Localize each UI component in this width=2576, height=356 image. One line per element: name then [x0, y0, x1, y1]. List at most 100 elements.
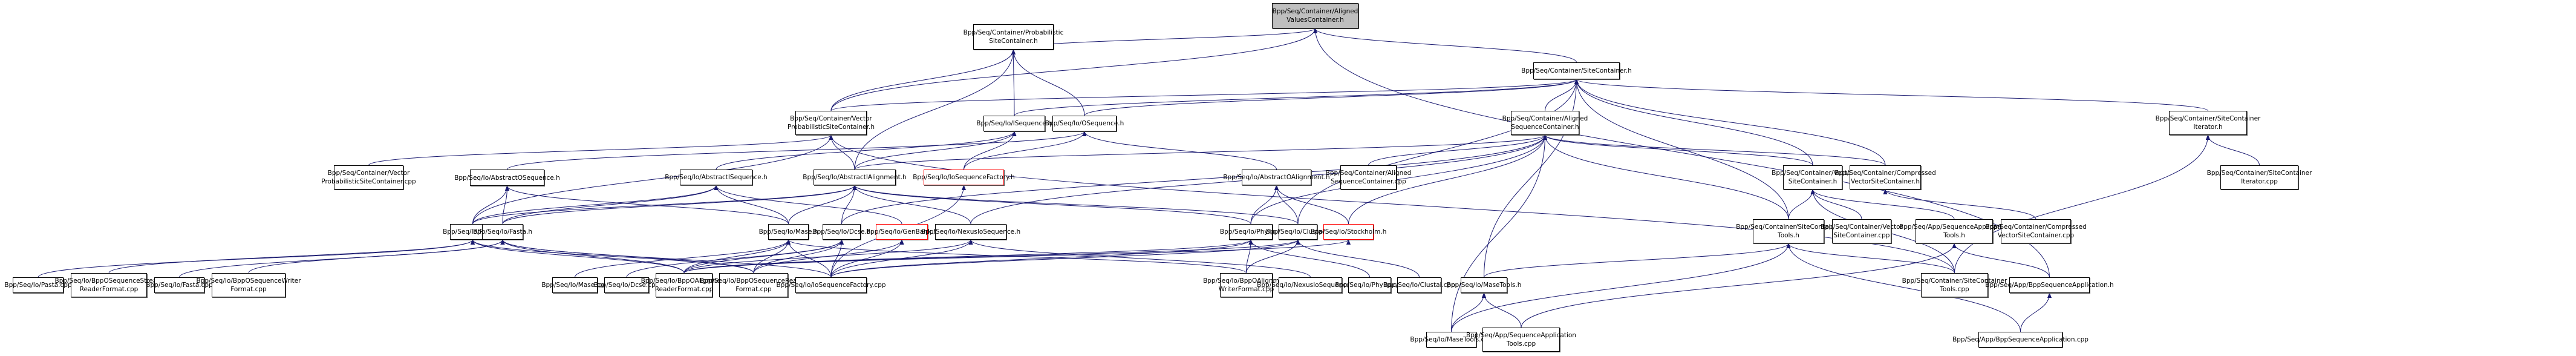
graph-node-sct-cpp[interactable]: Bpp/Seq/Container/SiteContainer Tools.cp… — [1902, 273, 2007, 297]
graph-node-mase-h[interactable]: Bpp/Seq/Io/Mase.h — [759, 224, 818, 240]
graph-node-aoaln-h[interactable]: Bpp/Seq/Io/AbstractOAlignment.h — [1223, 170, 1330, 185]
edge-boarf-cpp-to-fasta-h — [500, 239, 685, 274]
graph-node-aoseq-h[interactable]: Bpp/Seq/Io/AbstractOSequence.h — [454, 170, 560, 186]
graph-node-iosf-h[interactable]: Bpp/Seq/Io/IoSequenceFactory.h — [913, 170, 1015, 185]
graph-node-nexus-cpp[interactable]: Bpp/Seq/Io/NexusIoSequence.cpp — [1257, 277, 1364, 293]
node-label: Bpp/Seq/Container/Compressed VectorSiteC… — [1985, 223, 2087, 239]
graph-node-boarf-cpp[interactable]: Bpp/Seq/Io/BppOAlignment ReaderFormat.cp… — [641, 273, 727, 297]
graph-node-sci-h[interactable]: Bpp/Seq/Container/SiteContainer Iterator… — [2156, 111, 2260, 135]
node-label: Bpp/Seq/Io/OSequence.h — [1045, 120, 1124, 127]
node-label: Bpp/Seq/Io/GenBank.h — [866, 228, 938, 236]
edge-sct-cpp-to-vpsc-h — [829, 134, 1955, 274]
graph-node-masetools-h[interactable]: Bpp/Seq/Io/MaseTools.h — [1447, 277, 1521, 293]
graph-node-boawf-cpp[interactable]: Bpp/Seq/Io/BppOAlignment WriterFormat.cp… — [1203, 273, 1290, 297]
graph-node-vpsc-h[interactable]: Bpp/Seq/Container/Vector ProbabilisticSi… — [787, 111, 875, 135]
edge-nexus-cpp-to-nexus-h — [968, 239, 1311, 278]
graph-node-cvsc-h[interactable]: Bpp/Seq/Container/Compressed VectorSiteC… — [1834, 165, 1936, 190]
node-label: Bpp/Seq/Container/Aligned SequenceContai… — [1325, 170, 1412, 185]
edge-vpsc-cpp-to-vpsc-h — [368, 134, 833, 166]
graph-node-vsc-cpp[interactable]: Bpp/Seq/Container/Vector SiteContainer.c… — [1821, 219, 1903, 243]
node-label: Bpp/Seq/Io/Mase.cpp — [541, 282, 608, 289]
graph-node-aialn-h[interactable]: Bpp/Seq/Io/AbstractIAlignment.h — [803, 170, 907, 185]
graph-node-phylip-cpp[interactable]: Bpp/Seq/Io/Phylip.cpp — [1335, 277, 1404, 293]
graph-node-oseq-h[interactable]: Bpp/Seq/Io/OSequence.h — [1045, 116, 1124, 131]
edge-pasta-h-to-aialn-h — [472, 185, 857, 225]
graph-node-asc-h[interactable]: Bpp/Seq/Container/Aligned SequenceContai… — [1502, 111, 1588, 135]
node-label: Bpp/Seq/Io/NexusIoSequence.cpp — [1257, 282, 1364, 289]
node-label: Bpp/Seq/Container/Vector SiteContainer.c… — [1821, 223, 1903, 239]
edge-pasta-h-to-vpsc-h — [472, 134, 833, 225]
edge-oseq-h-to-sc-h — [1084, 79, 1579, 116]
graph-node-fasta-h[interactable]: Bpp/Seq/Io/Fasta.h — [473, 224, 532, 240]
graph-node-sat-cpp[interactable]: Bpp/Seq/App/SequenceApplication Tools.cp… — [1466, 328, 1576, 352]
node-label: Bpp/Seq/Io/MaseTools.h — [1446, 282, 1522, 289]
edge-mase-h-to-aoseq-h — [505, 185, 789, 225]
edge-vpsc-h-to-avc-h — [830, 28, 1318, 111]
edge-aialn-h-to-asc-h — [854, 134, 1547, 170]
graph-node-genbank-h[interactable]: Bpp/Seq/Io/GenBank.h — [866, 224, 937, 240]
edge-bosrf-cpp-to-dcse-h — [753, 239, 844, 274]
node-label: Bpp/Seq/Container/Compressed VectorSiteC… — [1834, 170, 1936, 185]
graph-node-bossrf-cpp[interactable]: Bpp/Seq/Io/BppOSequenceStream ReaderForm… — [54, 273, 163, 297]
graph-node-cvsc-cpp[interactable]: Bpp/Seq/Container/Compressed VectorSiteC… — [1985, 219, 2087, 243]
graph-node-iosf-cpp[interactable]: Bpp/Seq/Io/IoSequenceFactory.cpp — [776, 277, 886, 293]
edge-clustal-h-to-aialn-h — [852, 185, 1299, 225]
graph-node-aiseq-h[interactable]: Bpp/Seq/Io/AbstractISequence.h — [665, 170, 768, 185]
node-label: Bpp/Seq/Container/SiteContainer.h — [1521, 67, 1632, 74]
node-label: Bpp/Seq/Io/Fasta.h — [473, 228, 532, 236]
graph-node-bosrf-cpp[interactable]: Bpp/Seq/Io/BppOSequenceReader Format.cpp — [700, 273, 807, 297]
node-label: Bpp/Seq/Io/BppOSequenceStream ReaderForm… — [54, 277, 163, 293]
node-label: Bpp/Seq/Io/MaseTools.cpp — [1410, 336, 1493, 343]
node-label: Bpp/Seq/Io/Stockholm.h — [1310, 228, 1387, 236]
graph-node-stockholm-h[interactable]: Bpp/Seq/Io/Stockholm.h — [1311, 224, 1386, 240]
graph-node-iseq-h[interactable]: Bpp/Seq/Io/ISequence.h — [976, 116, 1052, 131]
graph-node-sc-h[interactable]: Bpp/Seq/Container/SiteContainer.h — [1521, 62, 1632, 79]
node-label: Bpp/Seq/Io/IoSequenceFactory.cpp — [776, 282, 886, 289]
node-label: Bpp/Seq/Io/Clustal.cpp — [1383, 282, 1455, 289]
graph-node-bsa-cpp[interactable]: Bpp/Seq/App/BppSequenceApplication.cpp — [1952, 332, 2089, 348]
graph-node-fasta-cpp[interactable]: Bpp/Seq/Io/Fasta.cpp — [146, 277, 213, 293]
node-label: Bpp/Seq/Io/AbstractISequence.h — [665, 174, 768, 181]
graph-node-dcse-h[interactable]: Bpp/Seq/Io/Dcse.h — [812, 224, 871, 240]
node-label: Bpp/Seq/Io/ISequence.h — [976, 120, 1052, 127]
graph-node-nexus-h[interactable]: Bpp/Seq/Io/NexusIoSequence.h — [921, 224, 1020, 240]
graph-node-dcse-cpp[interactable]: Bpp/Seq/Io/Dcse.cpp — [594, 277, 659, 293]
graph-node-bsa-h[interactable]: Bpp/Seq/App/BppSequenceApplication.h — [1985, 277, 2114, 293]
node-label: Bpp/Seq/Container/SiteContainer Tools.cp… — [1902, 277, 2007, 293]
edge-boarf-cpp-to-dcse-h — [683, 239, 844, 274]
graph-node-mase-cpp[interactable]: Bpp/Seq/Io/Mase.cpp — [541, 277, 608, 293]
graph-node-asc-cpp[interactable]: Bpp/Seq/Container/Aligned SequenceContai… — [1326, 165, 1411, 190]
edge-iosf-cpp-to-genbank-h — [830, 239, 904, 278]
graph-node-phylip-h[interactable]: Bpp/Seq/Io/Phylip.h — [1220, 224, 1282, 240]
node-label: Bpp/Seq/Container/Vector ProbabilisticSi… — [321, 170, 416, 185]
edge-masetools-cpp-to-sct-h — [1451, 243, 1791, 332]
edge-phylip-cpp-to-phylip-h — [1248, 239, 1370, 278]
edge-boswf-cpp-to-fasta-h — [248, 239, 505, 274]
graph-node-sct-h[interactable]: Bpp/Seq/Container/SiteContainer Tools.h — [1736, 219, 1841, 243]
edge-cvsc-h-to-asc-h — [1543, 134, 1886, 166]
edge-sci-h-to-sc-h — [1574, 79, 2208, 111]
node-label: Bpp/Seq/Container/SiteContainer Tools.h — [1736, 223, 1841, 239]
graph-node-pasta-cpp[interactable]: Bpp/Seq/Io/Pasta.cpp — [4, 277, 72, 293]
edge-aoaln-h-to-oseq-h — [1082, 131, 1277, 170]
node-label: Bpp/Seq/Io/Clustal.h — [1265, 228, 1331, 236]
node-label: Bpp/Seq/Container/Aligned SequenceContai… — [1502, 115, 1588, 131]
edge-sci-cpp-to-sci-h — [2205, 134, 2260, 166]
graph-node-vpsc-cpp[interactable]: Bpp/Seq/Container/Vector ProbabilisticSi… — [321, 165, 416, 190]
node-label: Bpp/Seq/Io/BppOAlignment ReaderFormat.cp… — [641, 277, 728, 293]
edge-aiseq-h-to-iseq-h — [716, 131, 1017, 170]
edge-cvsc-h-to-sc-h — [1574, 79, 1886, 166]
graph-node-sci-cpp[interactable]: Bpp/Seq/Container/SiteContainer Iterator… — [2207, 165, 2312, 190]
edge-stockholm-h-to-asc-h — [1348, 134, 1548, 225]
graph-node-vsc-h[interactable]: Bpp/Seq/Container/Vector SiteContainer.h — [1772, 165, 1854, 190]
edge-vpsc-h-to-psc-h — [830, 49, 1016, 111]
graph-node-psc-h[interactable]: Bpp/Seq/Container/Probabilistic SiteCont… — [964, 24, 1063, 50]
graph-node-sat-h[interactable]: Bpp/Seq/App/SequenceApplication Tools.h — [1899, 219, 2009, 243]
edge-sat-h-to-vsc-h — [1810, 189, 1955, 220]
graph-node-clustal-cpp[interactable]: Bpp/Seq/Io/Clustal.cpp — [1383, 277, 1455, 293]
edge-boarf-cpp-to-clustal-h — [683, 239, 1300, 274]
graph-node-masetools-cpp[interactable]: Bpp/Seq/Io/MaseTools.cpp — [1410, 332, 1493, 348]
node-label: Bpp/Seq/Io/Dcse.h — [812, 228, 871, 236]
graph-node-boswf-cpp[interactable]: Bpp/Seq/Io/BppOSequenceWriter Format.cpp — [196, 273, 301, 297]
graph-node-clustal-h[interactable]: Bpp/Seq/Io/Clustal.h — [1266, 224, 1330, 240]
